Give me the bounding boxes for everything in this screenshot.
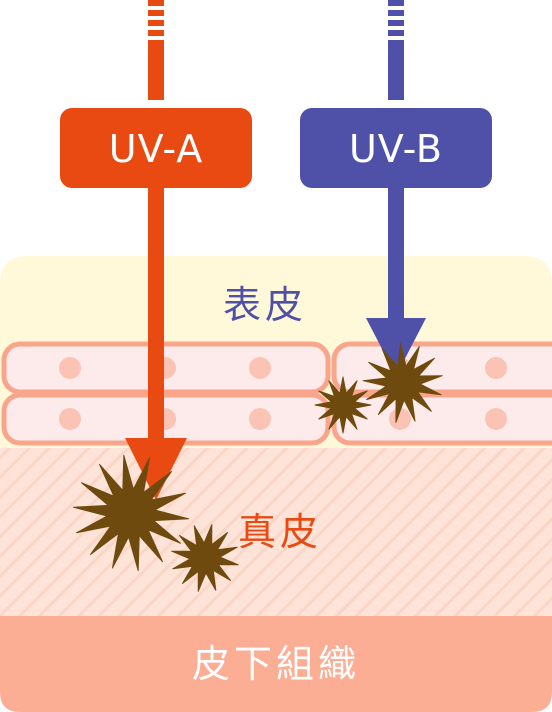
uvb-label-box [300,108,492,188]
uvb-arrowhead [366,318,426,376]
dermis-label: 真皮 [238,510,322,554]
skin-cell [331,341,552,395]
epidermis-label: 表皮 [223,283,307,327]
damage-burst-icon [72,454,190,572]
uvb-label: UV-B [349,127,443,171]
uvb-ray: UV-B [300,0,492,376]
subcutis-layer [0,616,552,712]
uva-ray: UV-A [60,0,252,500]
damage-burst-icon [314,376,372,434]
subcutis-label: 皮下組織 [192,642,360,686]
damage-burst-icon [171,524,239,592]
uva-label-box [60,108,252,188]
damage-bursts [72,342,443,592]
uva-label: UV-A [109,127,203,171]
uva-arrowhead [125,438,187,500]
damage-burst-icon [362,342,443,423]
dermis-layer [0,448,552,616]
